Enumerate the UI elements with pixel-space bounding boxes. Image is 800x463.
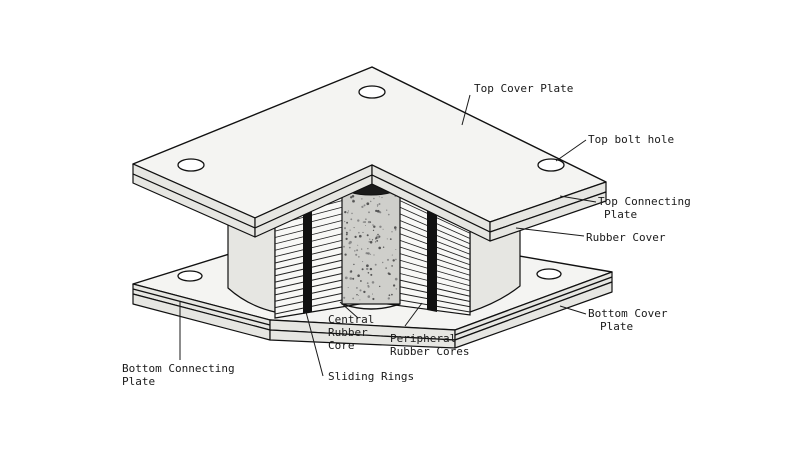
- bottom-connecting-plate: [132, 281, 613, 349]
- sliding-rings: [303, 196, 437, 314]
- label-top-connecting-plate-line1: Top Connecting: [598, 195, 691, 208]
- label-central-rubber-core-line2: Rubber: [328, 326, 368, 339]
- label-peripheral-rubber-cores-line1: Peripheral: [390, 332, 456, 345]
- label-top-bolt-hole: Top bolt hole: [588, 133, 674, 146]
- top-bolt-hole-back: [358, 85, 386, 99]
- label-top-connecting-plate-line2: Plate: [604, 208, 637, 221]
- bottom-bolt-hole-right: [536, 268, 562, 280]
- label-bottom-cover-plate-line2: Plate: [600, 320, 633, 333]
- central-rubber-core: [341, 176, 401, 310]
- label-rubber-cover: Rubber Cover: [586, 231, 666, 244]
- rubber-cover: [227, 214, 521, 313]
- bottom-bolt-hole-left: [177, 270, 203, 282]
- label-peripheral-rubber-cores-line2: Rubber Cores: [390, 345, 469, 358]
- label-bottom-connecting-plate-line1: Bottom Connecting: [122, 362, 235, 375]
- top-bolt-hole-right: [537, 158, 565, 172]
- label-sliding-rings: Sliding Rings: [328, 370, 414, 383]
- label-central-rubber-core-line1: Central: [328, 313, 374, 326]
- label-top-cover-plate: Top Cover Plate: [474, 82, 573, 95]
- label-bottom-connecting-plate-line2: Plate: [122, 375, 155, 388]
- top-bolt-hole-left: [177, 158, 205, 172]
- label-bottom-cover-plate-line1: Bottom Cover: [588, 307, 668, 320]
- leader-lines: [179, 94, 597, 377]
- top-cover-plate: [132, 66, 607, 233]
- label-central-rubber-core-line3: Core: [328, 339, 355, 352]
